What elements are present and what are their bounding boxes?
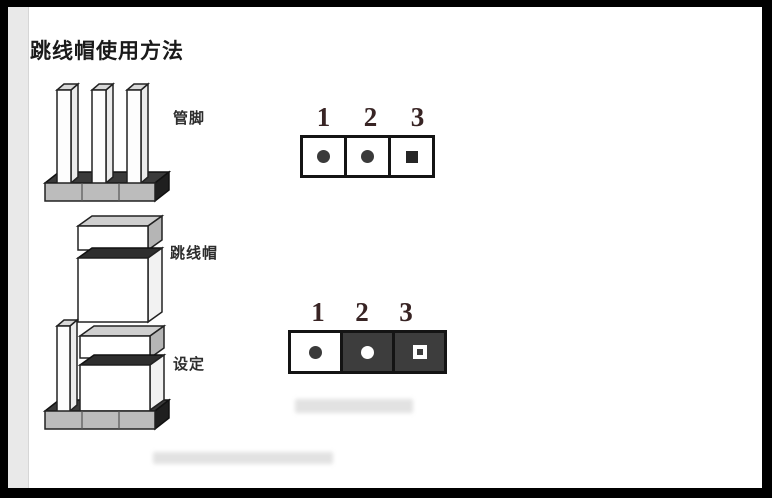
cap-body (75, 246, 165, 324)
pin-number-3: 3 (410, 102, 425, 132)
jumper-cell-pin-2 (344, 135, 391, 178)
faint-watermark (153, 452, 333, 464)
jumper-cell-pin-2 (340, 330, 395, 374)
header-pins (54, 82, 151, 185)
setting-illustration (42, 308, 182, 440)
jumper-cell-pin-1 (288, 330, 343, 374)
jumper-diagram-no-cap: 1 2 3 (300, 102, 441, 178)
pin-cells-row (300, 135, 441, 178)
header-base-front (44, 182, 156, 202)
pin-header-illustration (42, 80, 182, 208)
setting-label: 设定 (173, 356, 206, 373)
pin-hole-square (405, 150, 418, 163)
cap-on-pins (77, 324, 167, 412)
pin-numbers-row: 1 2 3 (300, 102, 441, 133)
jumper-cell-pin-1 (300, 135, 347, 178)
pin-header-drawing (42, 82, 172, 203)
pin-hole-circle (361, 345, 374, 359)
pin-number-3: 3 (399, 297, 413, 327)
jumper-cap-drawing (75, 214, 165, 324)
pin-number-1: 1 (311, 297, 325, 327)
jumper-cap-illustration (70, 210, 175, 332)
left-page-edge (8, 7, 29, 488)
jumper-cell-pin-3 (388, 135, 435, 178)
pin-hole-circle (317, 150, 330, 163)
pin-hole-square (412, 345, 427, 359)
pins-label: 管脚 (173, 110, 206, 127)
page-title: 跳线帽使用方法 (30, 40, 184, 63)
page-content: 跳线帽使用方法 (8, 7, 762, 488)
pin-cells-row (288, 330, 447, 374)
faint-watermark (295, 399, 413, 413)
pin-hole-inner (416, 349, 423, 355)
setting-base-front (44, 410, 156, 430)
pin-hole-circle (361, 150, 374, 163)
pin-hole-circle (309, 345, 322, 359)
pin-number-1: 1 (316, 102, 331, 132)
jumper-cell-pin-3 (392, 330, 447, 374)
pin-number-2: 2 (363, 102, 378, 132)
cap-lid (75, 214, 165, 252)
jumper-cap-label: 跳线帽 (170, 245, 219, 262)
setting-drawing (42, 318, 172, 431)
pin-number-2: 2 (355, 297, 369, 327)
exposed-pin-1 (54, 318, 80, 413)
